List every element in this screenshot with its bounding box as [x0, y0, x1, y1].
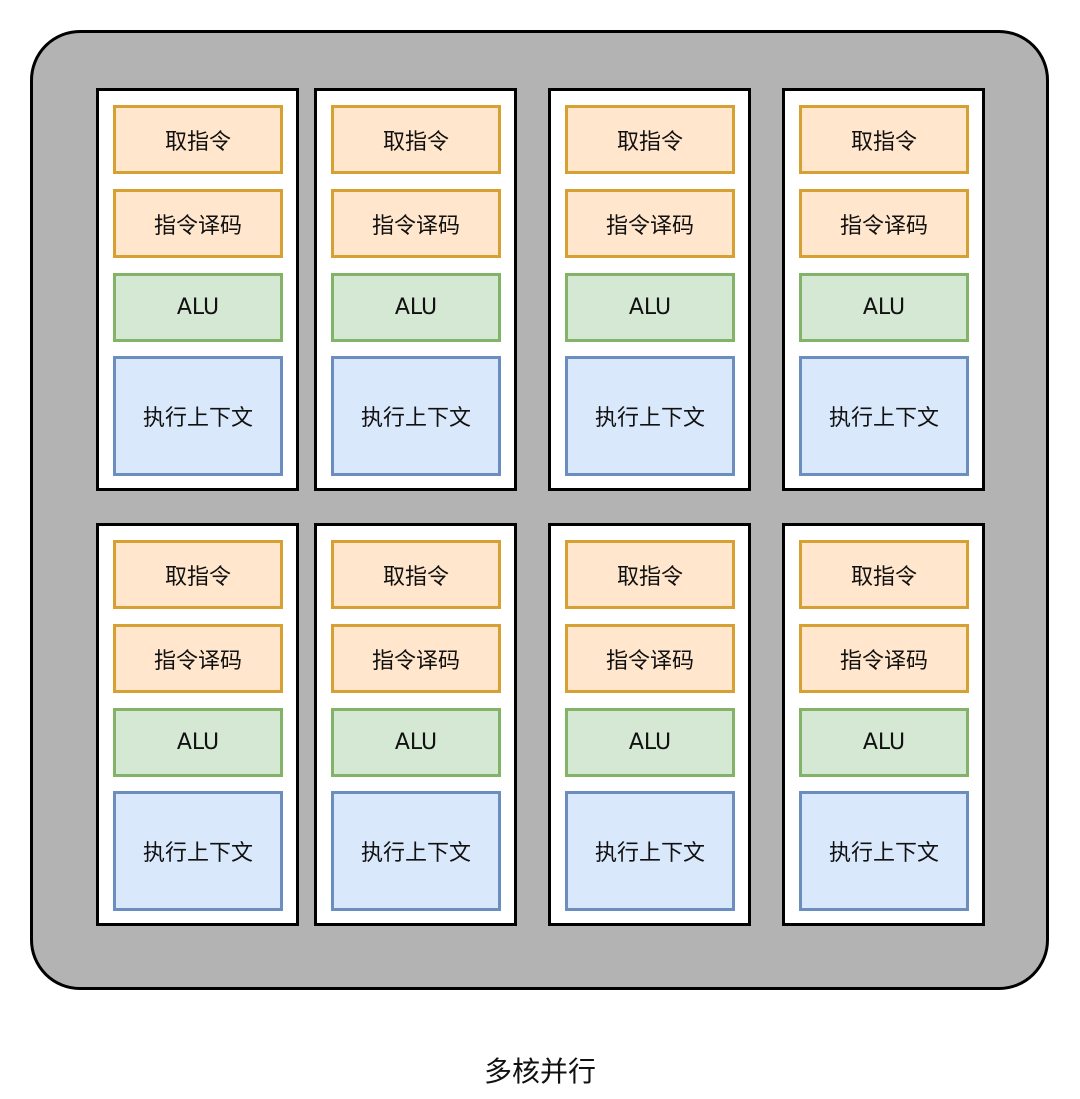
fetch-unit: 取指令: [331, 105, 501, 174]
alu-unit: ALU: [331, 708, 501, 777]
execution-context-unit: 执行上下文: [331, 791, 501, 911]
execution-context-unit: 执行上下文: [565, 791, 735, 911]
core-3: 取指令 指令译码 ALU 执行上下文: [548, 88, 751, 491]
core-2: 取指令 指令译码 ALU 执行上下文: [314, 88, 517, 491]
execution-context-unit: 执行上下文: [799, 791, 969, 911]
alu-unit: ALU: [799, 708, 969, 777]
decode-unit: 指令译码: [113, 189, 283, 258]
core-6: 取指令 指令译码 ALU 执行上下文: [314, 523, 517, 926]
fetch-unit: 取指令: [799, 540, 969, 609]
core-1: 取指令 指令译码 ALU 执行上下文: [96, 88, 299, 491]
decode-unit: 指令译码: [331, 624, 501, 693]
fetch-unit: 取指令: [113, 540, 283, 609]
execution-context-unit: 执行上下文: [113, 356, 283, 476]
execution-context-unit: 执行上下文: [113, 791, 283, 911]
decode-unit: 指令译码: [331, 189, 501, 258]
alu-unit: ALU: [331, 273, 501, 342]
alu-unit: ALU: [565, 273, 735, 342]
decode-unit: 指令译码: [113, 624, 283, 693]
execution-context-unit: 执行上下文: [799, 356, 969, 476]
core-5: 取指令 指令译码 ALU 执行上下文: [96, 523, 299, 926]
alu-unit: ALU: [113, 708, 283, 777]
alu-unit: ALU: [113, 273, 283, 342]
fetch-unit: 取指令: [113, 105, 283, 174]
decode-unit: 指令译码: [565, 624, 735, 693]
execution-context-unit: 执行上下文: [331, 356, 501, 476]
core-4: 取指令 指令译码 ALU 执行上下文: [782, 88, 985, 491]
core-8: 取指令 指令译码 ALU 执行上下文: [782, 523, 985, 926]
fetch-unit: 取指令: [799, 105, 969, 174]
fetch-unit: 取指令: [565, 540, 735, 609]
fetch-unit: 取指令: [565, 105, 735, 174]
decode-unit: 指令译码: [799, 624, 969, 693]
alu-unit: ALU: [799, 273, 969, 342]
diagram-caption: 多核并行: [483, 1055, 596, 1088]
execution-context-unit: 执行上下文: [565, 356, 735, 476]
decode-unit: 指令译码: [565, 189, 735, 258]
alu-unit: ALU: [565, 708, 735, 777]
fetch-unit: 取指令: [331, 540, 501, 609]
core-7: 取指令 指令译码 ALU 执行上下文: [548, 523, 751, 926]
decode-unit: 指令译码: [799, 189, 969, 258]
